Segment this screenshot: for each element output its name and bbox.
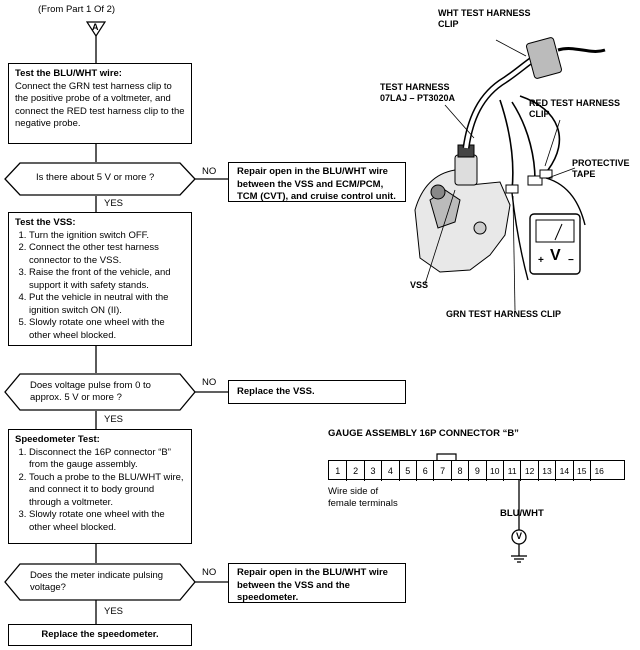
terminal-cell: 3 (363, 461, 381, 481)
step3-item: Slowly rotate one wheel with the other w… (29, 509, 185, 534)
terminal-cell: 5 (398, 461, 416, 481)
terminal-cell: 9 (468, 461, 485, 481)
step3-item: Touch a probe to the BLU/WHT wire, and c… (29, 472, 185, 510)
wire-label-blu-wht: BLU/WHT (500, 508, 544, 519)
step3-item: Disconnect the 16P connector “B” from th… (29, 447, 185, 472)
connector-16p: 1 2 3 4 5 6 7 8 9 10 11 12 13 14 15 16 (328, 460, 625, 481)
decision-5v-question: Is there about 5 V or more ? (36, 172, 155, 183)
connector-note: Wire side of female terminals (328, 486, 398, 509)
from-part-label: (From Part 1 Of 2) (38, 4, 116, 15)
q2-no-label: NO (202, 377, 217, 388)
label-vss: VSS (410, 280, 429, 290)
meter-minus-symbol: − (568, 255, 574, 266)
terminal-cell: 12 (520, 461, 537, 481)
action-repair-open-speedometer: Repair open in the BLU/WHT wire between … (228, 563, 406, 603)
action-repair-open-ecm: Repair open in the BLU/WHT wire between … (228, 162, 406, 202)
terminal-cell: 7 (433, 461, 450, 481)
step3-title: Speedometer Test: (15, 434, 100, 445)
connector-title: GAUGE ASSEMBLY 16P CONNECTOR “B” (328, 428, 519, 439)
terminal-cell: 14 (555, 461, 572, 481)
q1-yes-label: YES (104, 198, 124, 209)
connector-meter-symbol: V (516, 531, 523, 541)
connector-a-label: A (92, 22, 99, 32)
decision-voltage-pulse: Does voltage pulse from 0 to approx. 5 V… (30, 380, 151, 403)
q1-no-label: NO (202, 166, 217, 177)
meter-v-symbol: V (550, 247, 561, 264)
terminal-cell: 13 (537, 461, 555, 481)
q2-yes-label: YES (104, 414, 124, 425)
label-test-harness: TEST HARNESS 07LAJ – PT3020A (380, 82, 456, 103)
terminal-cell: 1 (335, 466, 341, 476)
step1-body: Connect the GRN test harness clip to the… (15, 80, 185, 130)
label-red-clip: RED TEST HARNESS CLIP (529, 98, 621, 119)
meter-plus-symbol: + (538, 255, 544, 266)
step2-title: Test the VSS: (15, 217, 76, 228)
decision-meter-pulsing: Does the meter indicate pulsing voltage? (30, 570, 164, 593)
step2-item: Put the vehicle in neutral with the igni… (29, 292, 185, 317)
step2-item: Slowly rotate one wheel with the other w… (29, 317, 185, 342)
action-replace-vss: Replace the VSS. (228, 380, 406, 404)
q3-no-label: NO (202, 567, 217, 578)
label-wht-clip: WHT TEST HARNESS CLIP (438, 8, 531, 29)
step2-list: Turn the ignition switch OFF. Connect th… (15, 230, 185, 343)
label-protective-tape: PROTECTIVE TAPE (572, 158, 630, 179)
terminal-cell: 4 (381, 461, 398, 481)
q3-yes-label: YES (104, 606, 124, 617)
step2-item: Turn the ignition switch OFF. (29, 230, 185, 243)
action-replace-speedometer: Replace the speedometer. (8, 624, 192, 646)
step1-title: Test the BLU/WHT wire: (15, 68, 122, 79)
terminal-cell: 2 (346, 461, 363, 481)
step3-list: Disconnect the 16P connector “B” from th… (15, 447, 185, 535)
step2-item: Connect the other test harness connector… (29, 242, 185, 267)
terminal-cell: 10 (485, 461, 503, 481)
terminal-cell: 6 (416, 461, 433, 481)
step-speedometer-test: Speedometer Test: Disconnect the 16P con… (8, 429, 192, 544)
step-test-vss: Test the VSS: Turn the ignition switch O… (8, 212, 192, 346)
label-grn-clip: GRN TEST HARNESS CLIP (446, 309, 562, 319)
step2-item: Raise the front of the vehicle, and supp… (29, 267, 185, 292)
terminal-cell: 15 (572, 461, 590, 481)
step-test-blu-wht-wire: Test the BLU/WHT wire: Connect the GRN t… (8, 63, 192, 144)
terminal-cell: 16 (590, 461, 607, 481)
terminal-cell: 8 (450, 461, 468, 481)
terminal-cell: 11 (503, 461, 520, 481)
